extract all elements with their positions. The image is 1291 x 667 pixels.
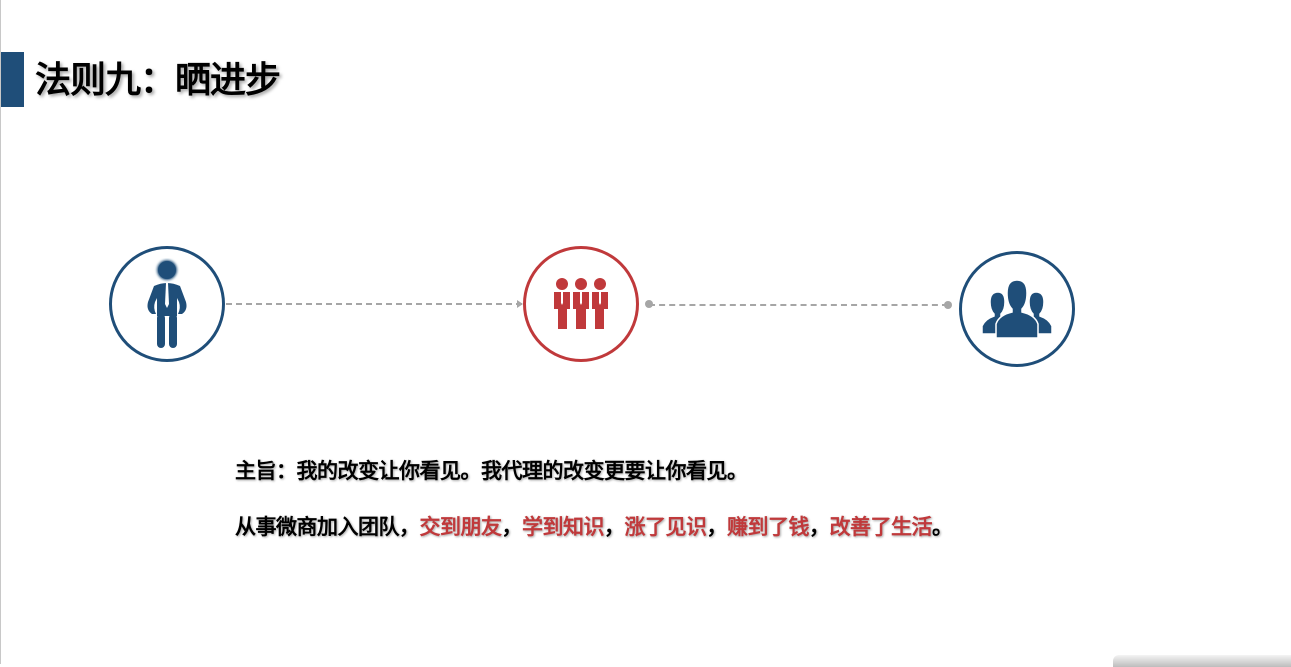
benefit-separator: 。 — [932, 515, 953, 539]
theme-statement: 主旨：我的改变让你看见。我代理的改变更要让你看见。 — [235, 459, 748, 483]
benefit-item: 学到知识 — [522, 515, 605, 539]
benefits-statement: 从事微商加入团队，交到朋友，学到知识，涨了见识，赚到了钱，改善了生活。 — [235, 511, 953, 541]
connector-dot-start — [645, 300, 653, 308]
connector-arrow-1 — [517, 300, 523, 308]
connector-line-2 — [649, 304, 948, 306]
slide-title: 法则九：晒进步 — [35, 60, 281, 101]
team-of-three-icon — [554, 278, 608, 329]
benefit-separator: ， — [604, 515, 625, 539]
timeline-node-team — [523, 246, 639, 362]
connector-dot-end — [944, 301, 952, 309]
benefit-item: 交到朋友 — [419, 515, 503, 539]
benefit-separator: ， — [809, 515, 830, 539]
benefit-item: 涨了见识 — [624, 515, 708, 539]
slide-left-border — [0, 0, 1, 664]
group-users-icon — [981, 279, 1053, 339]
timeline-node-group — [959, 251, 1075, 367]
benefit-item: 赚到了钱 — [727, 515, 810, 539]
connector-line-1 — [226, 303, 522, 305]
benefit-item: 改善了生活 — [829, 515, 933, 539]
benefit-separator: ， — [501, 515, 523, 539]
benefits-prefix: 从事微商加入团队， — [235, 515, 420, 539]
person-icon — [147, 260, 187, 348]
title-accent-bar — [1, 52, 24, 107]
benefit-separator: ， — [706, 515, 728, 539]
bottom-right-shadow-strip — [1113, 655, 1291, 667]
timeline-node-individual — [109, 246, 225, 362]
